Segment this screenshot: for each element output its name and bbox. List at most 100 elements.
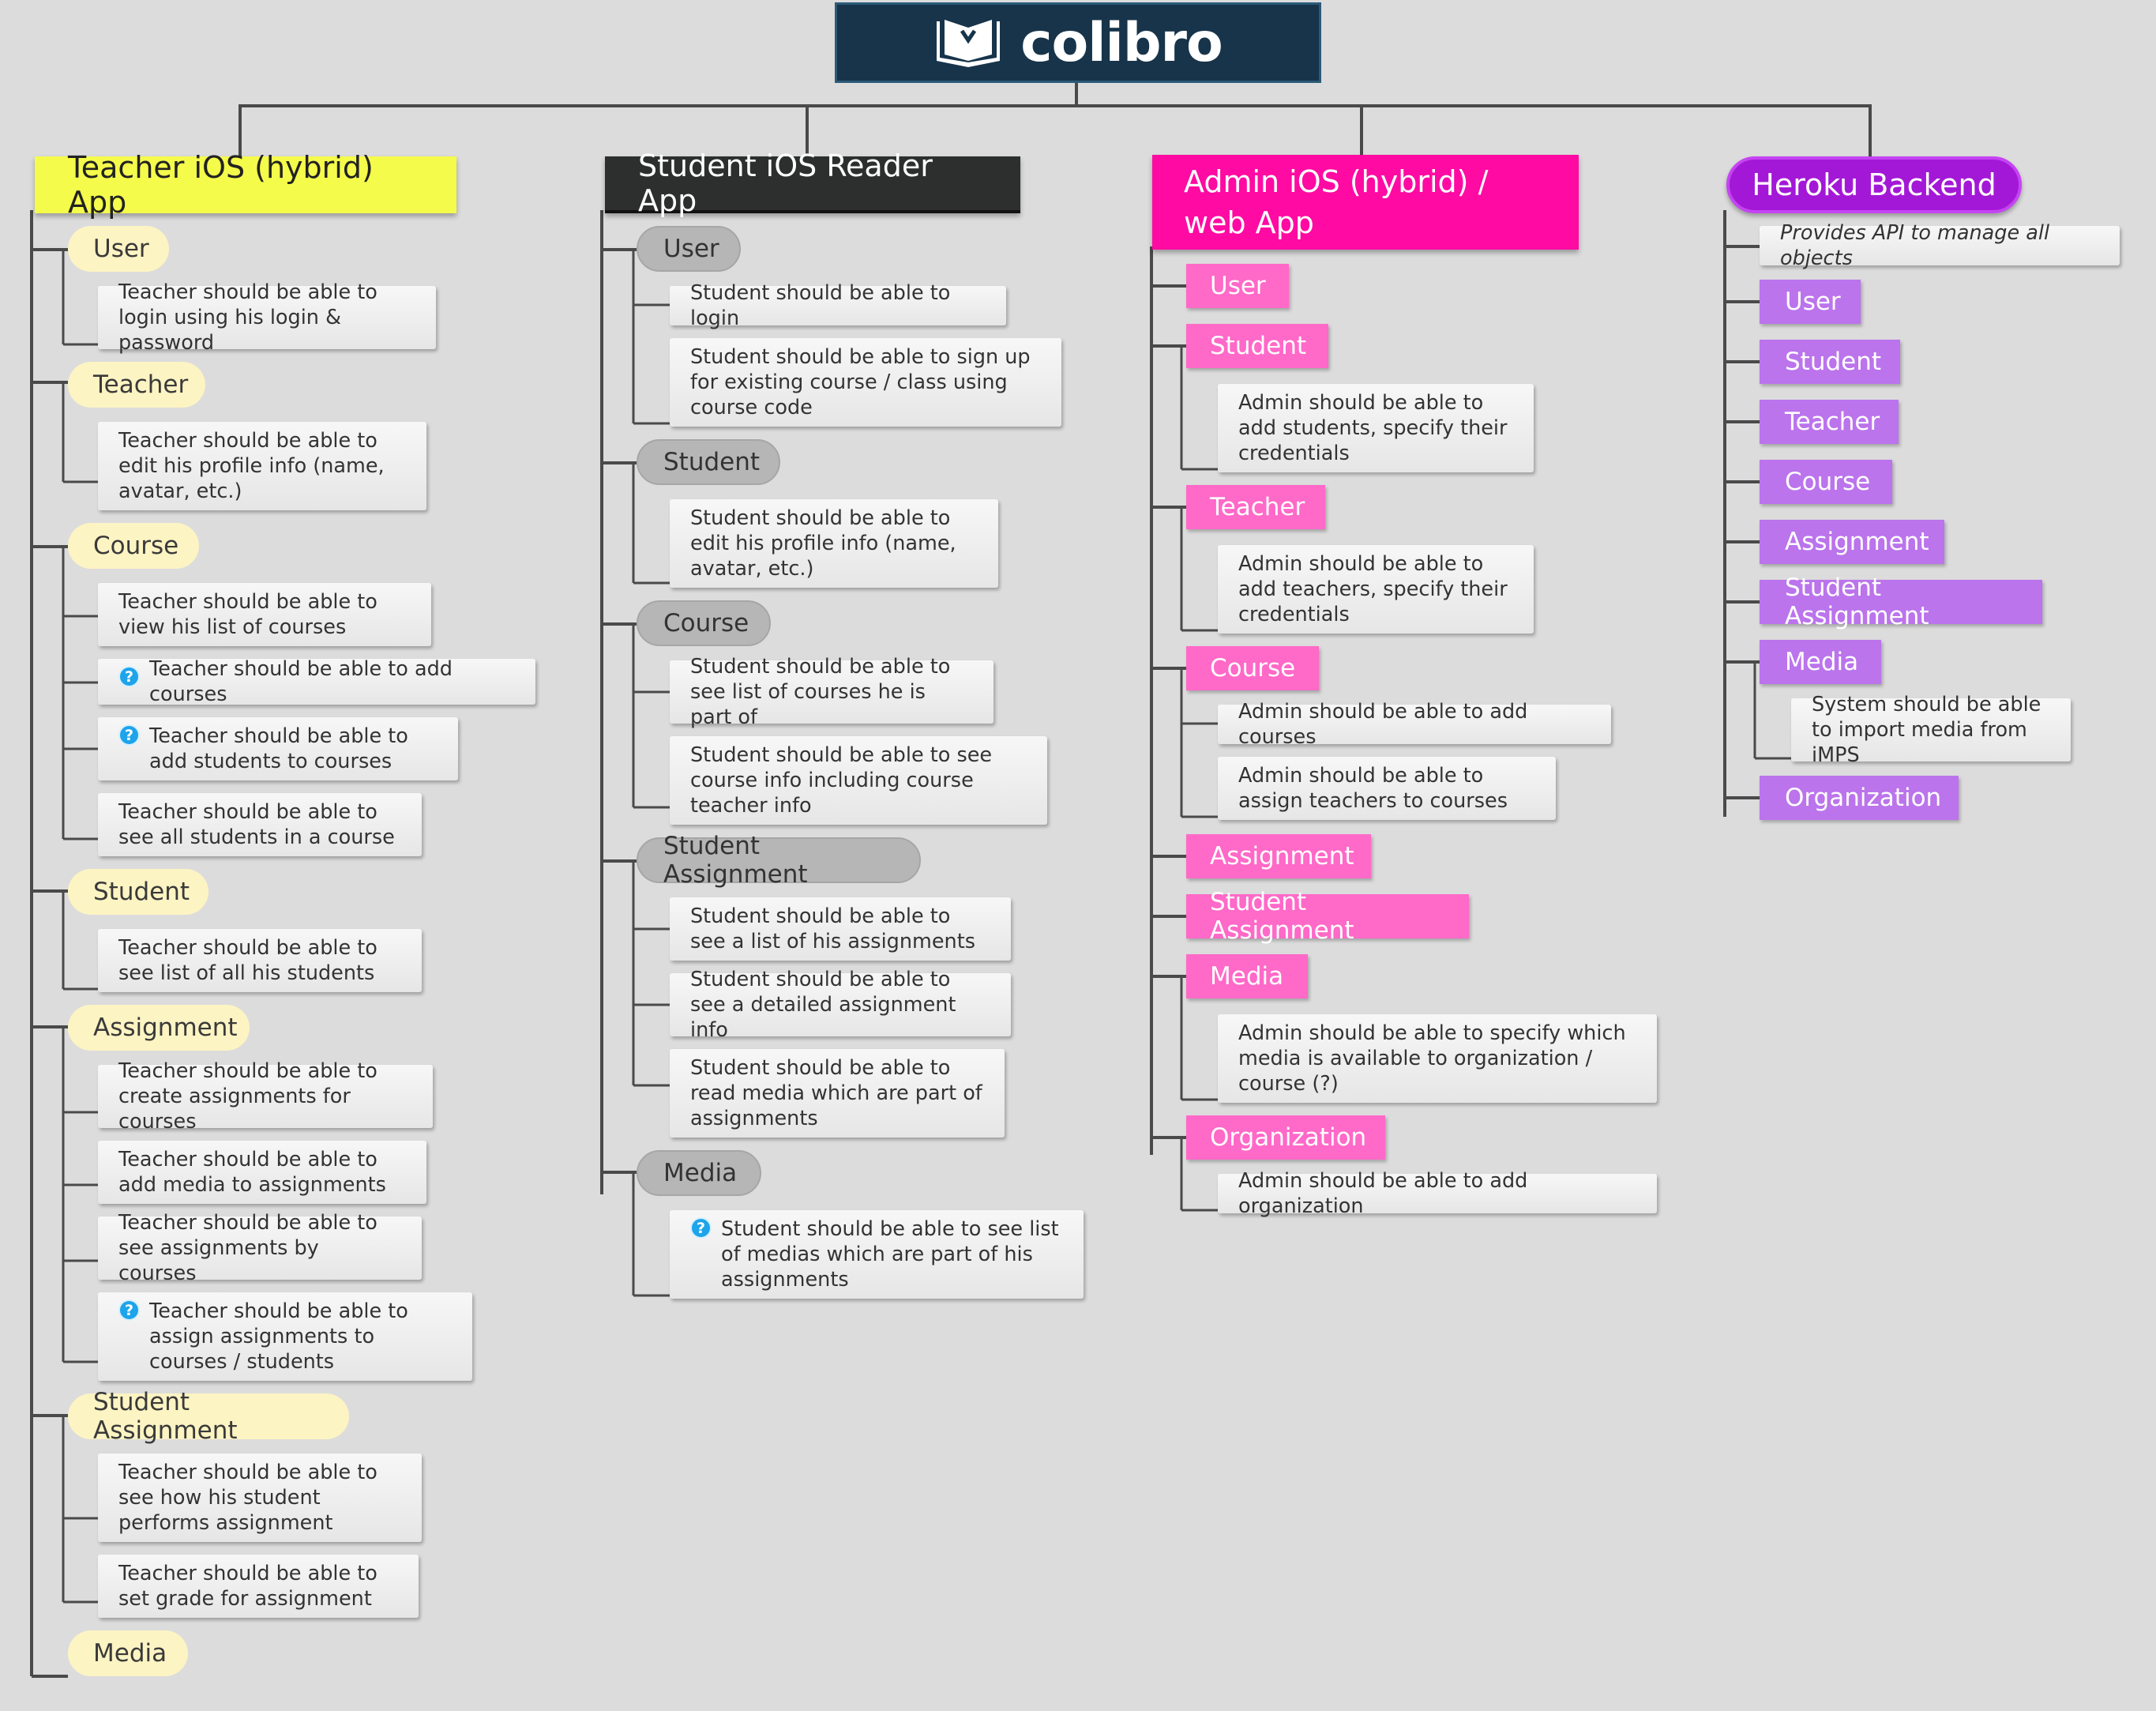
item-text: Student should be able to read media whi… [690,1056,982,1130]
student-topic-student-assignment[interactable]: Student Assignment [637,832,921,889]
item-text: Teacher should be able to edit his profi… [118,429,385,503]
item-text: Teacher should be able to set grade for … [118,1562,377,1611]
teacher-item-add-courses[interactable]: ? Teacher should be able to add courses [98,657,535,706]
teacher-app-branch[interactable]: Teacher iOS (hybrid) App [35,150,456,220]
item-text: Teacher should be able to create assignm… [118,1059,377,1134]
student-item-read-media[interactable]: Student should be able to read media whi… [670,1049,1005,1138]
item-text: Teacher should be able to assign assignm… [149,1299,408,1374]
admin-item-assign-teachers[interactable]: Admin should be able to assign teachers … [1218,757,1556,820]
teacher-item-set-grade[interactable]: Teacher should be able to set grade for … [98,1555,419,1618]
item-text: System should be able to import media fr… [1812,693,2041,767]
teacher-item-assignments-by-course[interactable]: Teacher should be able to see assignment… [98,1211,422,1285]
admin-item-add-teachers[interactable]: Admin should be able to add teachers, sp… [1218,545,1534,634]
item-text: Teacher should be able to see list of al… [118,936,377,985]
item-text: Admin should be able to add courses [1238,700,1528,749]
teacher-item-login[interactable]: Teacher should be able to login using hi… [98,280,436,355]
question-mark-icon: ? [118,1299,140,1321]
item-text: Teacher should be able to login using hi… [118,280,377,355]
student-item-list-medias[interactable]: ? Student should be able to see list of m… [670,1210,1084,1299]
heroku-note: Provides API to manage all objects [1760,221,2120,270]
item-text: Teacher should be able to view his list … [118,590,377,639]
student-item-sign-up[interactable]: Student should be able to sign up for ex… [670,338,1061,427]
admin-topic-teacher[interactable]: Teacher [1186,485,1325,529]
admin-item-add-courses[interactable]: Admin should be able to add courses [1218,700,1611,749]
teacher-topic-course[interactable]: Course [68,523,199,569]
admin-topic-course[interactable]: Course [1186,646,1319,690]
teacher-item-add-media[interactable]: Teacher should be able to add media to a… [98,1141,426,1204]
item-text: Admin should be able to add teachers, sp… [1238,552,1508,626]
item-text: Student should be able to edit his profi… [690,506,956,581]
root-label: colibro [1020,11,1223,74]
item-text: Admin should be able to add organization [1238,1169,1528,1218]
teacher-topic-assignment[interactable]: Assignment [68,1005,250,1051]
admin-topic-organization[interactable]: Organization [1186,1115,1385,1160]
question-mark-icon: ? [118,666,140,687]
student-topic-course[interactable]: Course [637,600,771,646]
heroku-topic-teacher[interactable]: Teacher [1760,400,1899,444]
heroku-topic-media[interactable]: Media [1760,640,1881,684]
item-text: Teacher should be able to see all studen… [118,800,395,849]
teacher-item-edit-profile[interactable]: Teacher should be able to edit his profi… [98,422,426,510]
heroku-topic-organization[interactable]: Organization [1760,776,1959,820]
root-node[interactable]: colibro [835,2,1321,83]
item-text: Student should be able to see course inf… [690,743,993,818]
item-text: Provides API to manage all objects [1780,221,2050,270]
admin-topic-student[interactable]: Student [1186,324,1328,368]
teacher-item-view-courses[interactable]: Teacher should be able to view his list … [98,583,431,646]
student-topic-media[interactable]: Media [637,1150,761,1196]
admin-item-add-students[interactable]: Admin should be able to add students, sp… [1218,384,1534,472]
teacher-item-add-students[interactable]: ? Teacher should be able to add students … [98,717,458,780]
item-text: Teacher should be able to add media to a… [118,1148,386,1197]
heroku-item-import-media[interactable]: System should be able to import media fr… [1791,693,2071,767]
admin-topic-assignment[interactable]: Assignment [1186,834,1371,878]
item-text: Student should be able to sign up for ex… [690,345,1031,419]
item-text: Student should be able to see a detailed… [690,968,956,1042]
question-mark-icon: ? [690,1217,712,1239]
item-text: Teacher should be able to see assignment… [118,1211,377,1285]
teacher-topic-media[interactable]: Media [68,1630,188,1676]
heroku-topic-user[interactable]: User [1760,280,1861,324]
student-topic-user[interactable]: User [637,226,741,272]
teacher-topic-student-assignment[interactable]: Student Assignment [68,1388,349,1445]
teacher-topic-user[interactable]: User [68,226,169,272]
student-item-assignment-info[interactable]: Student should be able to see a detailed… [670,968,1011,1042]
admin-topic-student-assignment[interactable]: Student Assignment [1186,888,1469,945]
admin-item-specify-media[interactable]: Admin should be able to specify which me… [1218,1014,1657,1103]
teacher-item-see-all-students[interactable]: Teacher should be able to see all studen… [98,793,422,856]
item-text: Teacher should be able to add students t… [149,724,408,773]
item-text: Student should be able to see list of me… [721,1217,1059,1292]
heroku-topic-course[interactable]: Course [1760,460,1892,504]
teacher-item-assign-assignments[interactable]: ? Teacher should be able to assign assign… [98,1292,472,1381]
question-mark-icon: ? [118,724,140,746]
student-item-course-info[interactable]: Student should be able to see course inf… [670,736,1047,825]
teacher-item-create-assignments[interactable]: Teacher should be able to create assignm… [98,1059,433,1134]
admin-item-add-organization[interactable]: Admin should be able to add organization [1218,1169,1657,1218]
item-text: Student should be able to see a list of … [690,904,975,953]
item-text: Admin should be able to specify which me… [1238,1021,1626,1096]
student-topic-student[interactable]: Student [637,439,780,485]
student-item-edit-profile[interactable]: Student should be able to edit his profi… [670,499,998,588]
heroku-topic-assignment[interactable]: Assignment [1760,520,1944,564]
item-text: Admin should be able to add students, sp… [1238,391,1508,465]
student-item-login[interactable]: Student should be able to login [670,281,1006,330]
item-text: Student should be able to login [690,281,951,330]
student-app-branch[interactable]: Student iOS Reader App [605,149,1020,218]
item-text: Teacher should be able to add courses [149,657,453,706]
admin-topic-media[interactable]: Media [1186,954,1308,998]
heroku-backend-branch[interactable]: Heroku Backend [1726,156,2022,213]
teacher-item-student-performance[interactable]: Teacher should be able to see how his st… [98,1453,422,1542]
item-text: Student should be able to see list of co… [690,655,951,729]
item-text: Teacher should be able to see how his st… [118,1461,377,1535]
student-item-list-assignments[interactable]: Student should be able to see a list of … [670,897,1011,961]
heroku-topic-student-assignment[interactable]: Student Assignment [1760,573,2042,630]
teacher-item-list-students[interactable]: Teacher should be able to see list of al… [98,929,422,992]
item-text: Admin should be able to assign teachers … [1238,764,1508,813]
teacher-topic-student[interactable]: Student [68,869,208,915]
student-item-list-courses[interactable]: Student should be able to see list of co… [670,655,993,729]
admin-app-branch[interactable]: Admin iOS (hybrid) / web App [1152,155,1579,250]
heroku-topic-student[interactable]: Student [1760,340,1900,384]
admin-topic-user[interactable]: User [1186,264,1289,308]
teacher-topic-teacher[interactable]: Teacher [68,362,205,408]
